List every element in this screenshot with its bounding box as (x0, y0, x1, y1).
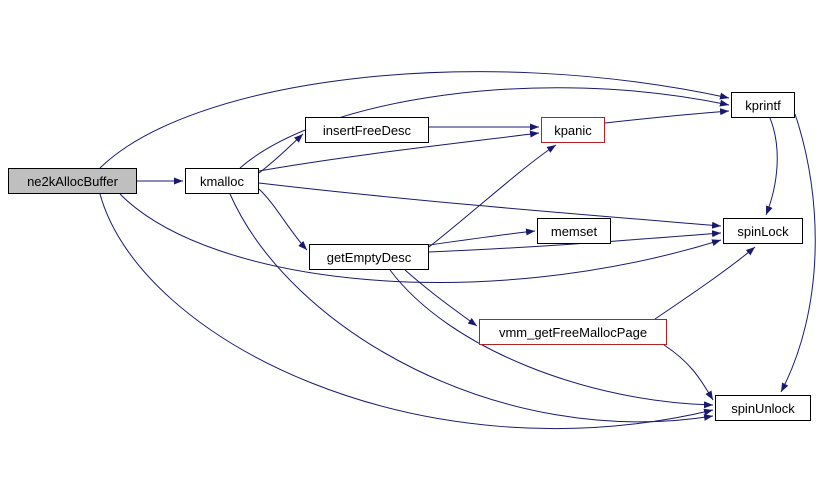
edge-getEmptyDesc-to-memset (428, 228, 536, 246)
edge-kmalloc-to-getEmptyDesc (258, 188, 308, 251)
node-insertFreeDesc[interactable]: insertFreeDesc (305, 117, 429, 143)
node-kpanic[interactable]: kpanic (541, 117, 605, 143)
node-kmalloc[interactable]: kmalloc (185, 168, 259, 194)
edge-getEmptyDesc-to-kpanic (428, 144, 557, 248)
node-ne2kAllocBuffer[interactable]: ne2kAllocBuffer (8, 168, 137, 194)
edge-ne2kAllocBuffer-to-spinLock (119, 193, 722, 283)
edge-getEmptyDesc-to-vmm_getFreeMallocPage (404, 269, 478, 327)
node-memset[interactable]: memset (537, 218, 611, 244)
edge-kprintf-to-spinUnlock (780, 113, 816, 393)
node-vmm_getFreeMallocPage[interactable]: vmm_getFreeMallocPage (479, 319, 667, 345)
edge-kmalloc-to-spinLock (258, 182, 722, 229)
edge-kpanic-to-kprintf (604, 108, 730, 124)
edge-getEmptyDesc-to-spinUnlock (389, 269, 714, 409)
node-spinLock[interactable]: spinLock (723, 218, 803, 244)
node-spinUnlock[interactable]: spinUnlock (715, 395, 811, 421)
edge-group (99, 71, 816, 430)
node-kprintf[interactable]: kprintf (731, 92, 795, 118)
edge-kmalloc-to-kprintf (239, 87, 730, 169)
edge-kmalloc-to-kpanic (258, 130, 540, 172)
edge-ne2kAllocBuffer-to-kprintf (99, 71, 730, 169)
edge-ne2kAllocBuffer-to-spinUnlock (99, 193, 714, 430)
edge-vmm_getFreeMallocPage-to-spinLock (654, 246, 756, 320)
edge-kmalloc-to-spinUnlock (229, 193, 714, 423)
edge-kprintf-to-spinLock (765, 117, 778, 216)
edge-vmm_getFreeMallocPage-to-spinUnlock (663, 344, 714, 401)
node-getEmptyDesc[interactable]: getEmptyDesc (309, 244, 429, 270)
